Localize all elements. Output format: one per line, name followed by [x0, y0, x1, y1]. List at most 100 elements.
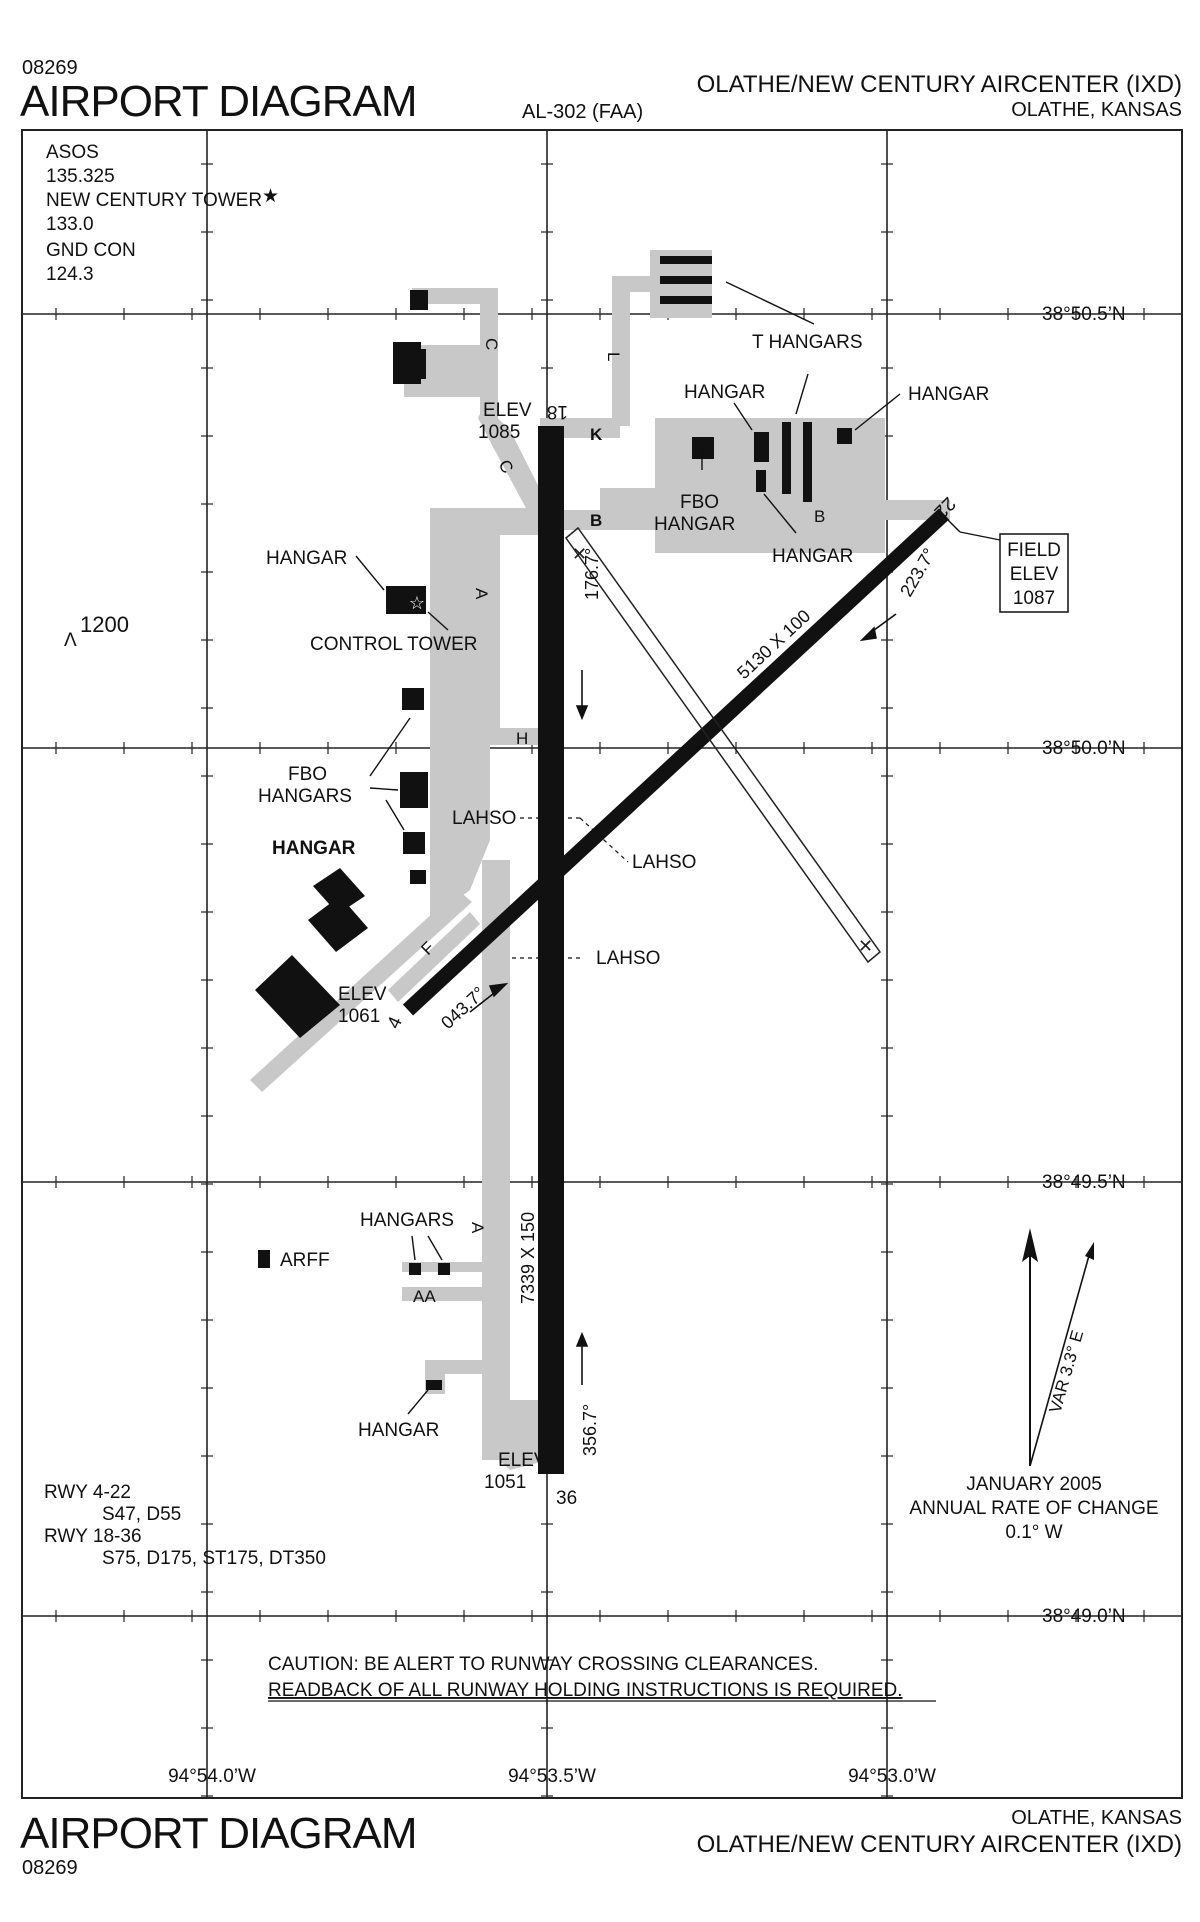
taxiway-c-upper: C — [482, 338, 501, 350]
runway-18-36 — [538, 426, 564, 1474]
chart-frame — [21, 129, 1183, 1799]
ground-control-frequency: 124.3 — [46, 264, 94, 285]
variation-rate-value: 0.1° W — [1005, 1522, 1062, 1543]
lahso-label-1: LAHSO — [452, 808, 516, 829]
hangar-west-label: HANGAR — [266, 548, 347, 569]
grid-lines — [22, 130, 1182, 1798]
taxiway-l: L — [604, 352, 623, 361]
taxiway-a-upper: A — [472, 588, 491, 600]
t-hangar-row-1 — [660, 256, 712, 264]
runway-strength-block: RWY 4-22 S47, D55 RWY 18-36 S75, D175, S… — [44, 1482, 326, 1569]
caution-line-2: READBACK OF ALL RUNWAY HOLDING INSTRUCTI… — [268, 1680, 903, 1701]
fbo-hangar-label-2: HANGAR — [654, 514, 735, 535]
variation-date: JANUARY 2005 — [966, 1474, 1102, 1495]
tower-frequency: 133.0 — [46, 214, 94, 235]
hangar-south-building — [426, 1380, 442, 1390]
airport-name-bottom: OLATHE/NEW CENTURY AIRCENTER (IXD) — [697, 1831, 1182, 1858]
elev-north-label: ELEV — [483, 400, 532, 421]
strength-rwy-18-36-values: S75, D175, ST175, DT350 — [102, 1548, 326, 1569]
elev-sw-label: ELEV — [338, 984, 387, 1005]
airport-name-top: OLATHE/NEW CENTURY AIRCENTER (IXD) — [697, 71, 1182, 98]
runway-18-36-dimensions: 7339 X 150 — [518, 1212, 538, 1304]
longitude-label-2: 94°53.5’W — [508, 1766, 596, 1787]
location-top: OLATHE, KANSAS — [1011, 99, 1182, 121]
field-elev-label-1: FIELD — [1007, 540, 1061, 561]
obstacle-icon: Λ — [64, 630, 77, 651]
t-hangar-row-3 — [660, 296, 712, 304]
hangar-south-label: HANGAR — [358, 1420, 439, 1441]
taxiway-k: K — [590, 425, 603, 444]
latitude-label-3: 38°49.5’N — [1042, 1172, 1126, 1193]
elev-south-value: 1051 — [484, 1472, 526, 1493]
building-west-small — [410, 870, 426, 884]
location-bottom: OLATHE, KANSAS — [1011, 1807, 1182, 1829]
arff-building — [258, 1250, 270, 1268]
elev-north-value: 1085 — [478, 422, 520, 443]
taxiway-b-west: B — [590, 511, 602, 530]
chart-id-bottom: 08269 — [22, 1857, 78, 1879]
lahso-label-3: LAHSO — [596, 948, 660, 969]
elev-sw-value: 1061 — [338, 1006, 380, 1027]
comms-block: ASOS 135.325 NEW CENTURY TOWER ★ 133.0 G… — [46, 142, 279, 285]
tower-star-icon: ★ — [262, 186, 279, 207]
buildings — [255, 256, 852, 1390]
closed-runway-x-north-icon: ✕ — [572, 544, 587, 564]
strength-rwy-18-36: RWY 18-36 — [44, 1526, 142, 1547]
lahso-label-2: LAHSO — [632, 852, 696, 873]
fbo-hangar-building — [692, 437, 714, 459]
hangar-building-b — [756, 470, 766, 492]
building-nw-small — [410, 290, 428, 310]
t-hangar-bar-2 — [803, 422, 812, 502]
control-tower-star-icon: ☆ — [409, 593, 425, 613]
taxiway-b-east: B — [814, 507, 825, 526]
asos-label: ASOS — [46, 142, 99, 163]
taxiway-aa: AA — [413, 1287, 436, 1306]
runway-end-36: 36 — [556, 1488, 577, 1509]
obstacle-elevation: 1200 — [80, 612, 129, 637]
building-nw-large-2 — [402, 349, 426, 379]
longitude-label-3: 94°53.0’W — [848, 1766, 936, 1787]
control-tower-label: CONTROL TOWER — [310, 634, 478, 655]
closed-runway: ✕ ✕ — [564, 526, 882, 964]
building-west-1 — [402, 688, 424, 710]
hangar-building-mid — [754, 432, 769, 462]
control-tower-building — [386, 586, 426, 614]
fbo-hangar-west-2 — [403, 832, 425, 854]
hangar-building-ne — [837, 428, 852, 444]
hangar-bold-2 — [308, 896, 368, 952]
field-elev-label-2: ELEV — [1010, 564, 1059, 585]
arff-label: ARFF — [280, 1250, 330, 1271]
latitude-label-1: 38°50.5’N — [1042, 304, 1126, 325]
tower-label: NEW CENTURY TOWER — [46, 190, 262, 211]
heading-356: 356.7° — [580, 1404, 600, 1456]
chart-id-top: 08269 — [22, 57, 78, 79]
t-hangar-bar-1 — [782, 422, 791, 494]
fbo-hangar-label-1: FBO — [680, 492, 719, 513]
hangar-b-label: HANGAR — [772, 546, 853, 567]
hangar-bold-label: HANGAR — [272, 838, 356, 859]
north-arrow-true — [1022, 1228, 1038, 1466]
runway-end-18: 18 — [547, 401, 568, 422]
leader-lines — [355, 281, 1001, 1415]
heading-043: 043.7° — [437, 983, 489, 1033]
taxiway-a-lower: A — [468, 1222, 487, 1234]
taxiway-h: H — [516, 729, 528, 748]
latitude-label-2: 38°50.0’N — [1042, 738, 1126, 759]
latitude-label-4: 38°49.0’N — [1042, 1606, 1126, 1627]
direction-arrows — [469, 613, 897, 1385]
caution-line-1: CAUTION: BE ALERT TO RUNWAY CROSSING CLE… — [268, 1654, 818, 1675]
heading-176: 176.7° — [582, 548, 602, 600]
asos-frequency: 135.325 — [46, 166, 115, 187]
variation-text: VAR 3.3° E — [1046, 1328, 1088, 1415]
field-elev-value: 1087 — [1013, 588, 1055, 609]
fbo-hangar-west-1 — [400, 772, 428, 808]
t-hangar-row-2 — [660, 276, 712, 284]
hangar-ne-label: HANGAR — [908, 384, 989, 405]
field-elevation-box: FIELD ELEV 1087 — [999, 533, 1069, 613]
chart-title-top: AIRPORT DIAGRAM — [20, 77, 417, 126]
variation-rate-label: ANNUAL RATE OF CHANGE — [909, 1498, 1158, 1519]
fbo-hangars-label-2: HANGARS — [258, 786, 352, 807]
hangars-south-1 — [409, 1263, 421, 1275]
hangars-south-2 — [438, 1263, 450, 1275]
